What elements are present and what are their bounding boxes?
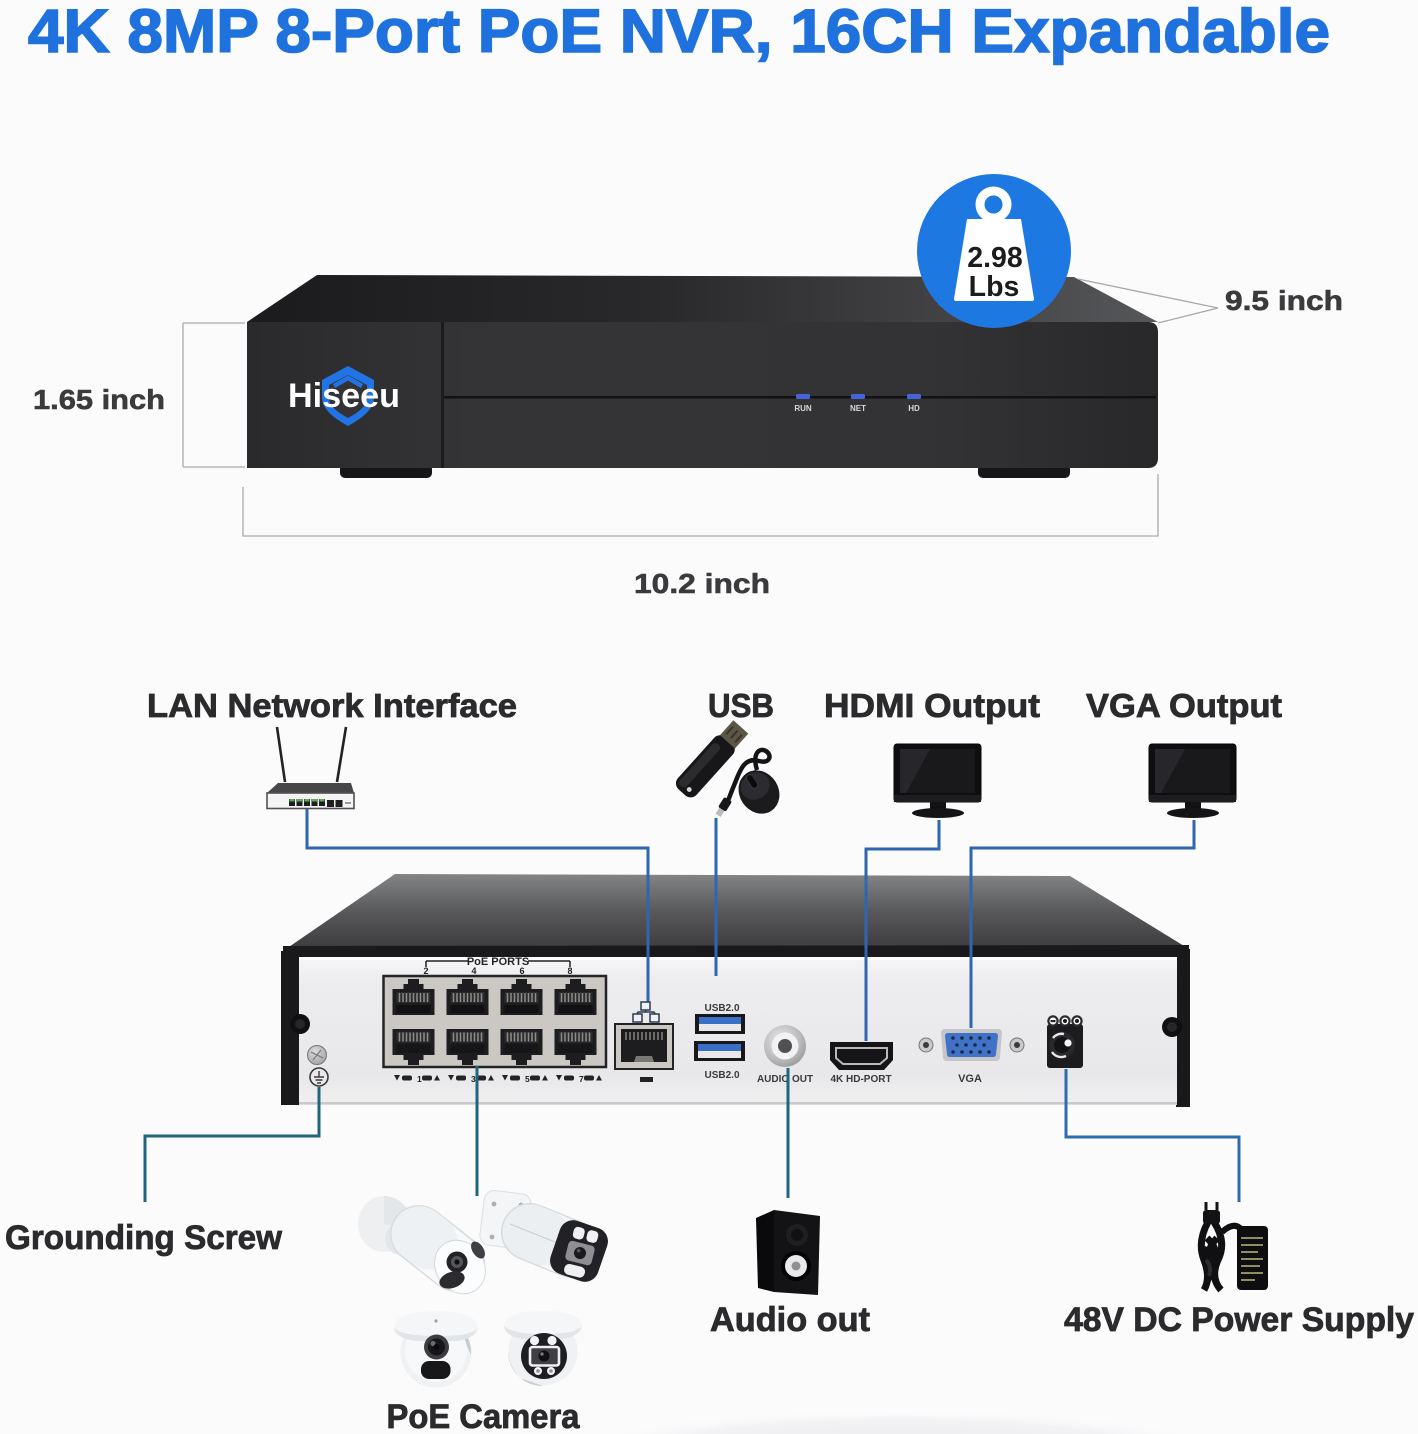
svg-text:7: 7 (579, 1074, 584, 1084)
svg-text:9.5 inch: 9.5 inch (1225, 285, 1343, 316)
svg-text:10.2 inch: 10.2 inch (634, 568, 770, 599)
svg-text:LAN Network Interface: LAN Network Interface (147, 687, 517, 724)
svg-text:USB2.0: USB2.0 (704, 1070, 739, 1081)
svg-text:PoE Camera: PoE Camera (387, 1398, 581, 1434)
svg-text:NET: NET (850, 404, 866, 413)
svg-text:RUN: RUN (794, 404, 812, 413)
svg-text:Audio out: Audio out (710, 1301, 870, 1339)
svg-text:4K 8MP 8-Port PoE NVR, 16CH Ex: 4K 8MP 8-Port PoE NVR, 16CH Expandable (28, 0, 1330, 65)
svg-text:Lbs: Lbs (969, 271, 1020, 303)
svg-text:1.65 inch: 1.65 inch (33, 384, 165, 415)
svg-text:USB: USB (708, 687, 774, 724)
svg-text:VGA Output: VGA Output (1086, 687, 1282, 724)
svg-text:USB2.0: USB2.0 (704, 1003, 739, 1014)
svg-text:AUDIO OUT: AUDIO OUT (757, 1074, 813, 1085)
svg-text:1: 1 (417, 1074, 422, 1084)
svg-text:2.98: 2.98 (967, 242, 1022, 274)
svg-text:PoE PORTS: PoE PORTS (467, 956, 529, 968)
svg-text:4: 4 (471, 966, 476, 976)
svg-text:6: 6 (519, 966, 524, 976)
svg-text:HD: HD (908, 404, 920, 413)
svg-text:VGA: VGA (958, 1073, 982, 1085)
svg-text:HDMI Output: HDMI Output (824, 687, 1040, 724)
svg-text:Hiseeu: Hiseeu (288, 377, 400, 415)
svg-text:3: 3 (471, 1074, 476, 1084)
svg-text:2: 2 (423, 966, 428, 976)
svg-text:5: 5 (525, 1074, 530, 1084)
svg-text:Grounding Screw: Grounding Screw (5, 1219, 283, 1257)
svg-text:8: 8 (567, 966, 572, 976)
svg-text:48V DC Power Supply: 48V DC Power Supply (1064, 1301, 1414, 1339)
svg-text:4K HD-PORT: 4K HD-PORT (830, 1074, 891, 1085)
